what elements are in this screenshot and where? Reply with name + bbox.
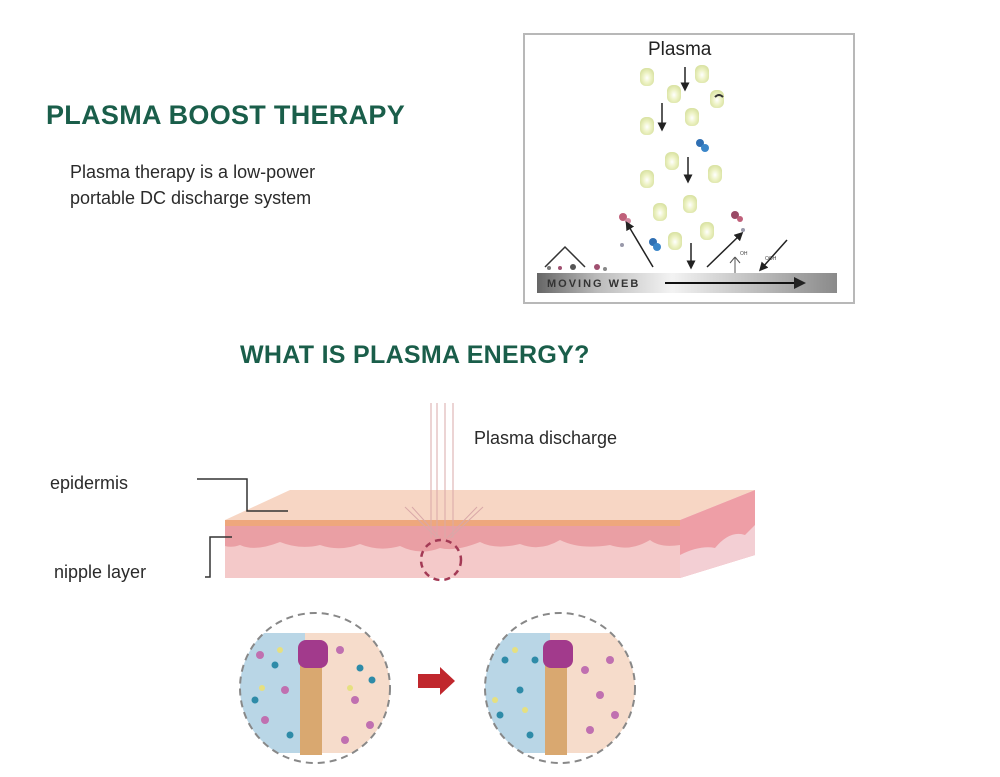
molecule <box>653 243 661 251</box>
plasma-particles <box>619 65 745 251</box>
description: Plasma therapy is a low-power portable D… <box>70 159 315 211</box>
papillary-layer <box>225 526 680 552</box>
surface-molecules <box>547 264 607 271</box>
incoming-arrow-icon <box>759 239 788 272</box>
skin-top-surface <box>225 490 755 520</box>
page-title: PLASMA BOOST THERAPY <box>46 100 406 130</box>
nipple-layer-label: nipple layer <box>54 562 147 582</box>
flow-arrows <box>625 67 788 272</box>
tiny-label: OH <box>740 251 748 257</box>
section-title: WHAT IS PLASMA ENERGY? <box>240 341 590 369</box>
plasma-particle <box>700 222 714 240</box>
ion-channel <box>543 640 573 668</box>
description-line: Plasma therapy is a low-power <box>70 162 316 182</box>
plasma-particle <box>667 85 681 103</box>
plasma-discharge-lines <box>404 403 484 539</box>
molecule <box>619 213 627 221</box>
molecule <box>625 218 631 224</box>
skin-side-face <box>680 490 755 578</box>
cell-outline <box>239 612 391 764</box>
cell-before <box>240 633 390 755</box>
plasma-stream-illustration: OH OOH MOVING WEB <box>537 65 837 293</box>
plasma-particle <box>640 68 654 86</box>
plasma-particle <box>685 108 699 126</box>
molecule <box>737 216 743 222</box>
plasma-discharge-label: Plasma discharge <box>474 428 618 448</box>
cell-after <box>485 633 635 755</box>
plasma-particle <box>708 165 722 183</box>
description-line: portable DC discharge system <box>70 188 312 208</box>
plasma-particle <box>653 203 667 221</box>
transition-arrow-icon <box>418 667 455 695</box>
plasma-diagram-panel: Plasma <box>523 33 855 304</box>
plasma-particle <box>640 117 654 135</box>
molecule <box>701 144 709 152</box>
moving-web-label: MOVING WEB <box>547 278 640 290</box>
reflect-arrow-icon <box>706 231 744 268</box>
bond-curve <box>544 245 586 268</box>
plasma-panel-title: Plasma <box>648 39 712 60</box>
tiny-label: OOH <box>765 256 777 262</box>
plasma-particle <box>683 195 697 213</box>
molecule <box>696 139 704 147</box>
cell-outline <box>484 612 636 764</box>
plasma-particle <box>668 232 682 250</box>
molecule <box>714 94 724 98</box>
epidermis-leader-line <box>197 478 288 512</box>
epidermis-label: epidermis <box>50 473 129 493</box>
plasma-particle <box>665 152 679 170</box>
plasma-particle <box>710 90 724 108</box>
ion-channel <box>298 640 328 668</box>
reflect-arrow-icon <box>625 221 654 268</box>
molecule <box>731 211 739 219</box>
epidermis-layer <box>225 520 680 526</box>
focus-circle <box>419 538 463 582</box>
plasma-particle <box>640 170 654 188</box>
skin-front-face <box>225 520 680 578</box>
plasma-particle <box>695 65 709 83</box>
nipple-leader-line <box>205 536 232 578</box>
